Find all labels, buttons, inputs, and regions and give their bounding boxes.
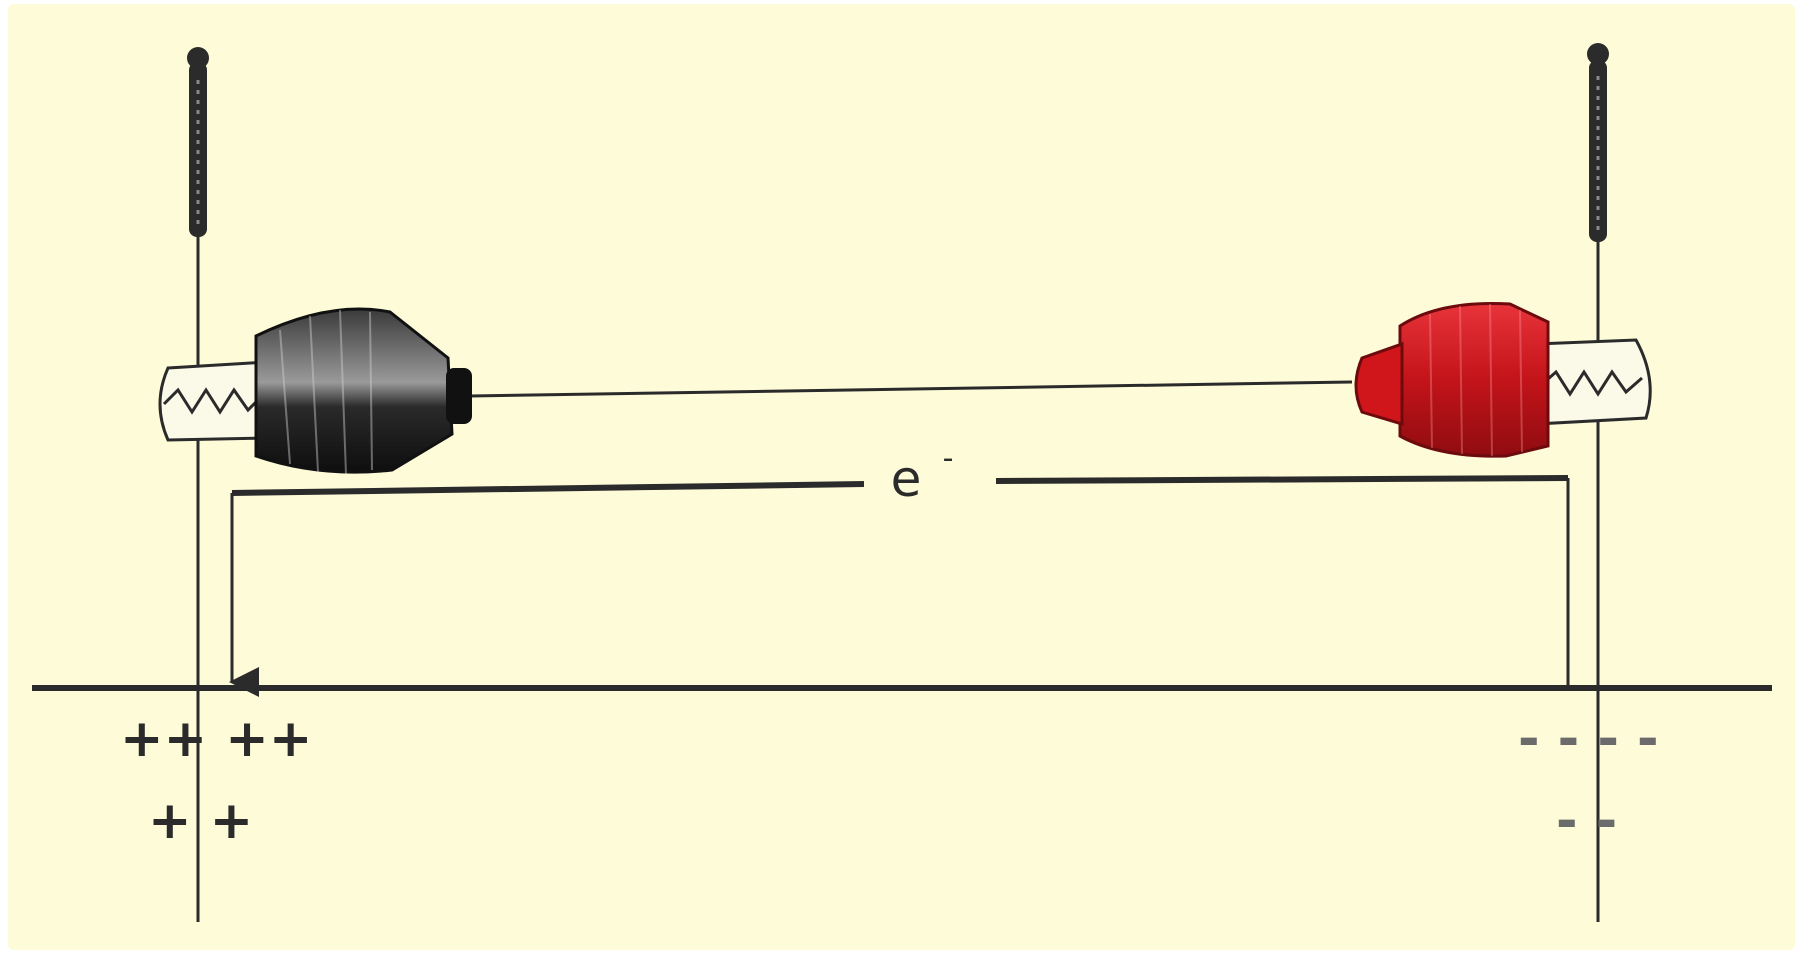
- negative-charges-bottom: - -: [1556, 791, 1617, 851]
- positive-charges-top: ++ ++: [120, 709, 312, 769]
- diagram-background: [8, 4, 1795, 950]
- right-electrode-rod-icon: [1587, 43, 1609, 922]
- black-alligator-clip-icon: [158, 307, 472, 475]
- electron-label: e: [891, 450, 922, 508]
- electron-superscript: -: [943, 441, 954, 476]
- red-alligator-clip-icon: [1354, 302, 1652, 458]
- electron-flow-path: [229, 475, 1570, 697]
- negative-charges-top: - - - -: [1518, 709, 1659, 769]
- left-electrode-rod-icon: [187, 47, 209, 922]
- connecting-wire: [469, 380, 1353, 398]
- positive-charges-bottom: + +: [148, 791, 253, 851]
